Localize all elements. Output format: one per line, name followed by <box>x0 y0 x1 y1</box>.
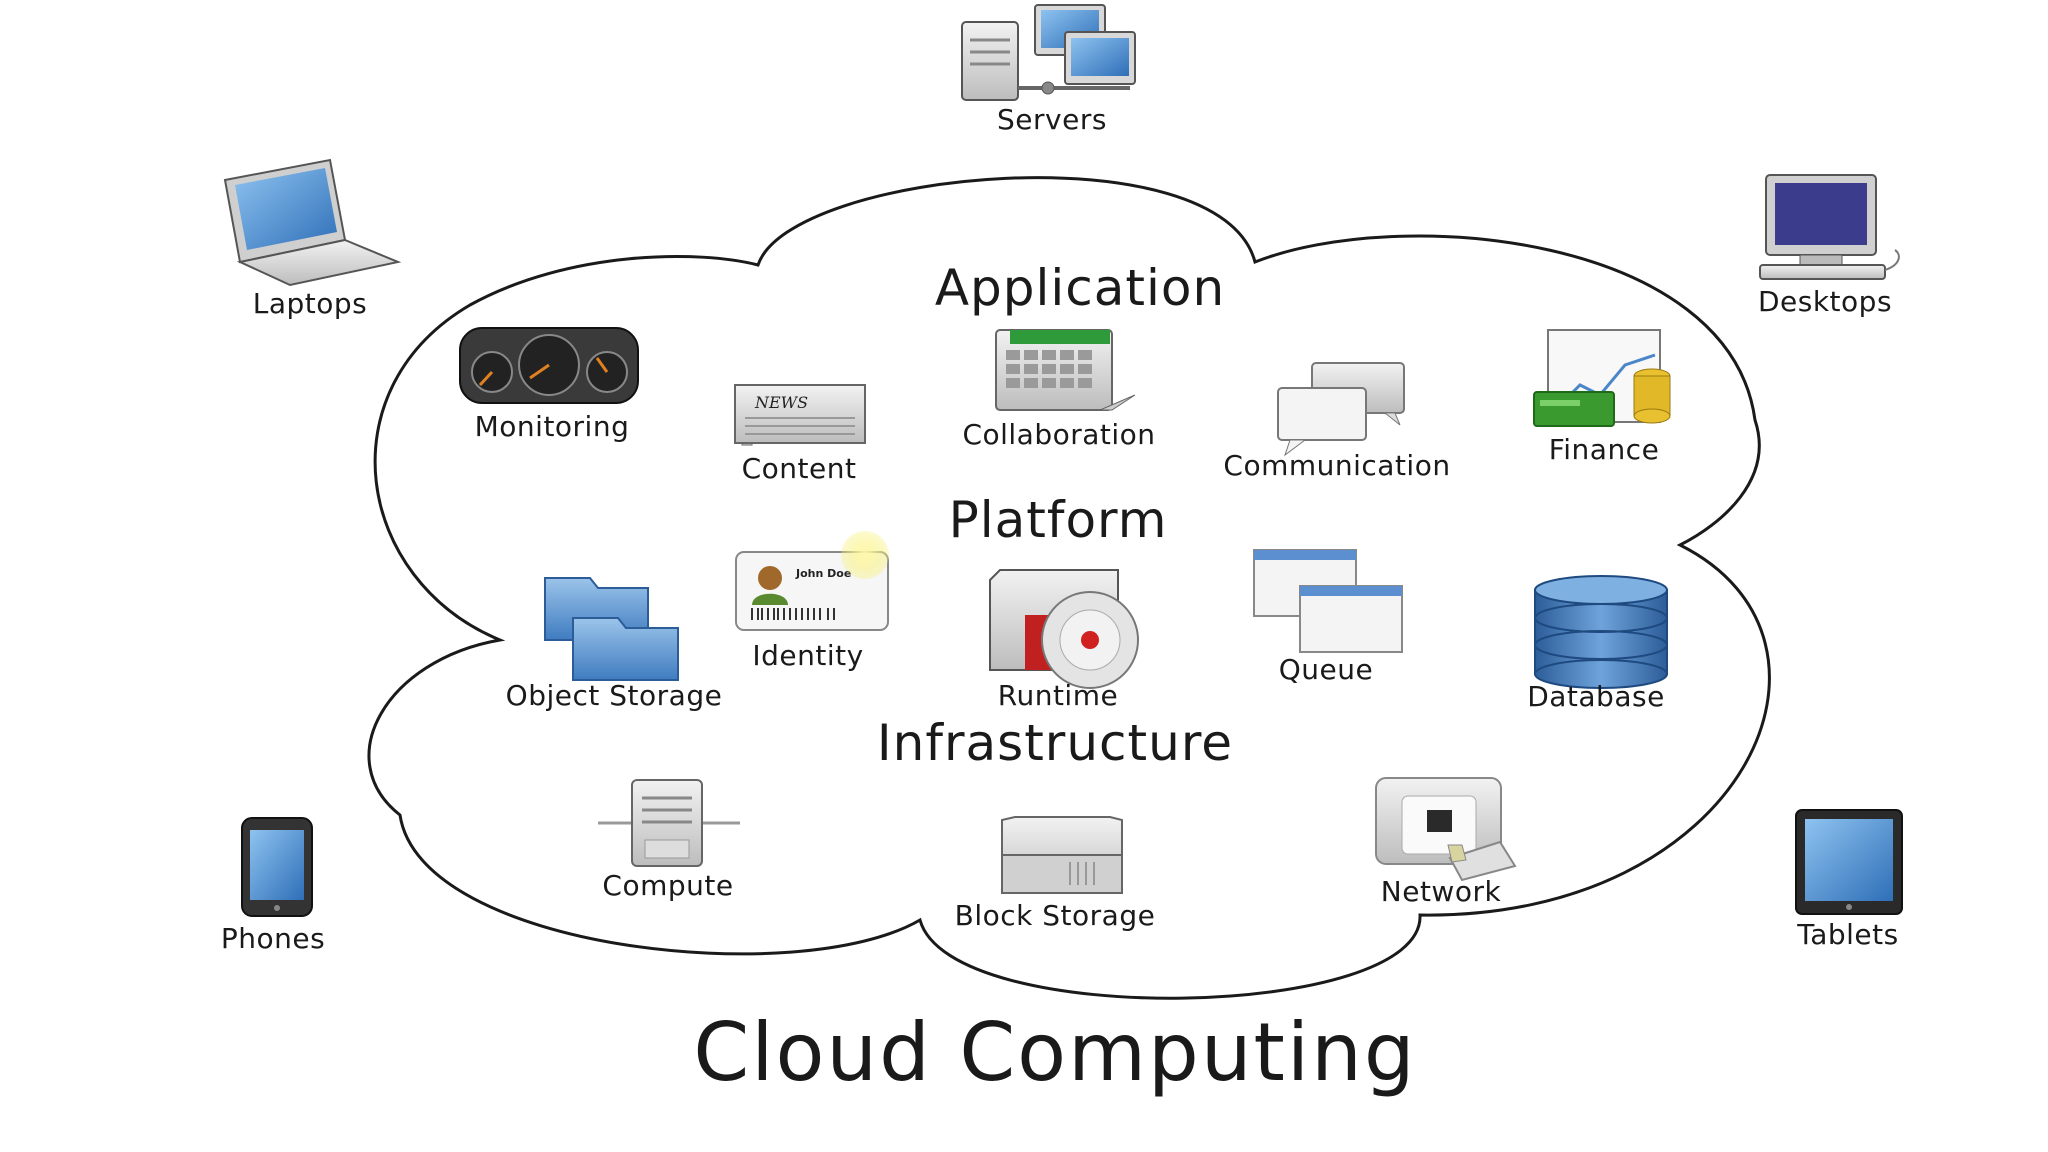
cursor-highlight <box>841 531 889 579</box>
identity-label: Identity <box>752 639 863 672</box>
tablet-icon <box>1795 809 1903 915</box>
network-label: Network <box>1381 875 1502 908</box>
tier-infrastructure-heading: Infrastructure <box>877 714 1233 772</box>
database-icon <box>1534 575 1668 689</box>
news-icon: NEWS <box>734 384 866 446</box>
desktops-label: Desktops <box>1758 285 1892 318</box>
network-port-icon <box>1375 777 1517 882</box>
communication-label: Communication <box>1223 449 1450 482</box>
phone-icon <box>241 817 313 917</box>
object-storage-label: Object Storage <box>506 679 723 712</box>
runtime-label: Runtime <box>998 679 1118 712</box>
laptops-label: Laptops <box>253 287 368 320</box>
tier-platform-heading: Platform <box>949 491 1168 549</box>
content-label: Content <box>742 452 857 485</box>
block-storage-label: Block Storage <box>955 899 1156 932</box>
compute-label: Compute <box>602 869 733 902</box>
monitoring-label: Monitoring <box>475 410 630 443</box>
calendar-icon <box>995 329 1136 411</box>
windows-queue-icon <box>1253 549 1403 653</box>
servers-icon <box>961 4 1136 101</box>
tier-application-heading: Application <box>935 259 1225 317</box>
phones-label: Phones <box>221 922 325 955</box>
queue-label: Queue <box>1279 653 1373 686</box>
id-card-name: John Doe <box>795 567 851 580</box>
compute-server-icon <box>598 779 740 867</box>
hard-drive-icon <box>1001 816 1123 894</box>
monitoring-icon <box>459 327 639 404</box>
main-title: Cloud Computing <box>693 1006 1416 1099</box>
desktop-icon <box>1759 174 1900 280</box>
chat-bubbles-icon <box>1277 362 1405 457</box>
runtime-package-icon <box>989 569 1139 689</box>
folders-icon <box>544 577 679 681</box>
servers-label: Servers <box>997 103 1107 136</box>
collaboration-label: Collaboration <box>962 418 1155 451</box>
database-label: Database <box>1527 680 1665 713</box>
finance-icon <box>1533 329 1671 427</box>
laptop-icon <box>223 158 402 287</box>
finance-label: Finance <box>1549 433 1660 466</box>
tablets-label: Tablets <box>1796 918 1898 951</box>
news-masthead: NEWS <box>754 393 808 412</box>
